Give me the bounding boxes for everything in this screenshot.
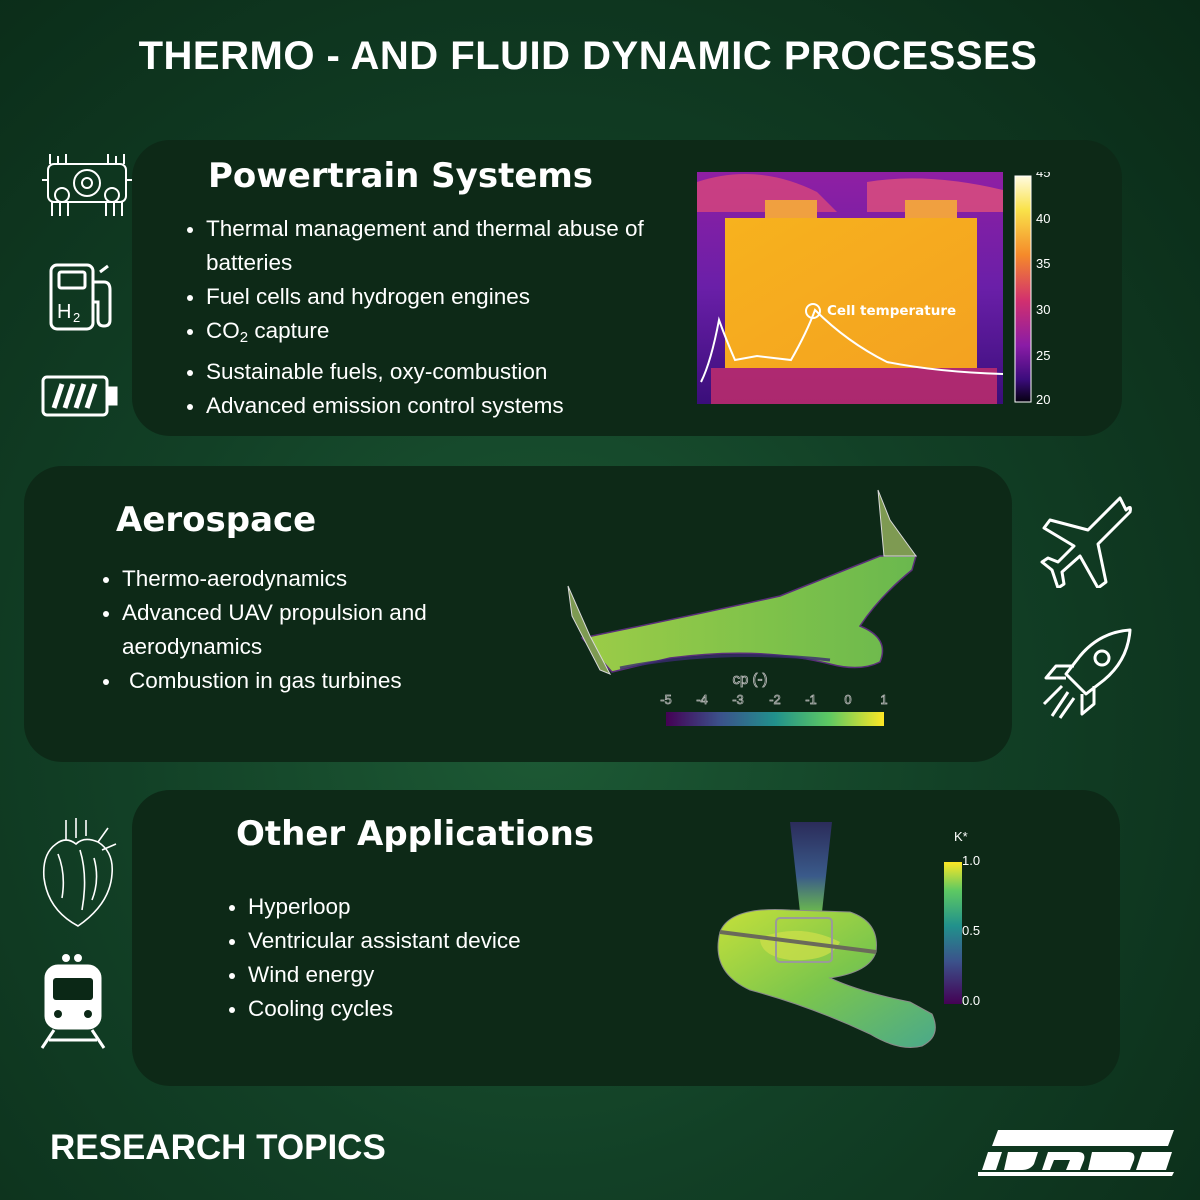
battery-icon — [40, 372, 120, 420]
list-item: Hyperloop — [224, 890, 584, 924]
hydrogen-pump-icon: H 2 — [48, 262, 114, 332]
train-icon — [40, 954, 106, 1050]
tick-label: 20 — [1036, 392, 1050, 406]
tick-label: -1 — [805, 692, 817, 707]
list-item: Fuel cells and hydrogen engines — [182, 280, 672, 314]
airplane-icon — [1040, 496, 1136, 588]
pump-k-image: K* 1.0 0.5 0.0 — [710, 822, 1010, 1062]
list-item: Thermal management and thermal abuse of … — [182, 212, 672, 280]
tick-label: 25 — [1036, 348, 1050, 363]
tick-label: 0.5 — [962, 923, 980, 938]
list-item: Thermo-aerodynamics — [98, 562, 478, 596]
tick-label: -4 — [696, 692, 708, 707]
tick-label: 1.0 — [962, 853, 980, 868]
tick-label: 1 — [880, 692, 887, 707]
cmt-logo — [978, 1124, 1178, 1178]
svg-text:2: 2 — [73, 310, 80, 325]
cp-colorbar-ticks: -5 -4 -3 -2 -1 0 1 — [660, 692, 888, 708]
co2-subscript: 2 — [239, 329, 249, 346]
list-item: Sustainable fuels, oxy-combustion — [182, 355, 672, 389]
other-list: Hyperloop Ventricular assistant device W… — [224, 890, 584, 1026]
tick-label: 45 — [1036, 172, 1050, 180]
aerospace-heading: Aerospace — [116, 500, 317, 540]
footer-label: RESEARCH TOPICS — [50, 1128, 386, 1167]
svg-text:H: H — [57, 301, 71, 323]
list-item: CO2 capture — [182, 314, 672, 355]
tick-label: 40 — [1036, 211, 1050, 226]
powertrain-list: Thermal management and thermal abuse of … — [182, 212, 672, 423]
cp-colorbar-title: cp (-) — [733, 671, 768, 688]
list-item: Wind energy — [224, 958, 584, 992]
engine-icon — [40, 150, 134, 220]
other-heading: Other Applications — [236, 814, 595, 854]
list-item: Advanced emission control systems — [182, 389, 672, 423]
uav-cp-image: cp (-) -5 -4 -3 -2 -1 0 1 — [560, 486, 940, 736]
tick-label: 30 — [1036, 302, 1050, 317]
list-item: Cooling cycles — [224, 992, 584, 1026]
tick-label: 0.0 — [962, 993, 980, 1008]
tick-label: -2 — [769, 692, 781, 707]
thermal-colorbar-ticks: 45 40 35 30 25 20 — [1036, 172, 1050, 406]
tick-label: 0 — [844, 692, 851, 707]
k-colorbar-title: K* — [954, 829, 968, 844]
tick-label: -3 — [732, 692, 744, 707]
heart-icon — [36, 814, 120, 930]
k-colorbar-ticks: 1.0 0.5 0.0 — [962, 853, 980, 1008]
battery-thermal-image: Cell temperature 45 40 35 30 25 20 — [697, 172, 1067, 406]
list-item: Combustion in gas turbines — [98, 664, 478, 698]
page-title: THERMO - AND FLUID DYNAMIC PROCESSES — [138, 34, 1038, 78]
cell-temperature-annotation: Cell temperature — [827, 303, 956, 319]
tick-label: -5 — [660, 692, 672, 707]
list-item: Advanced UAV propulsion and aerodynamics — [98, 596, 478, 664]
co2-label: CO — [206, 318, 240, 343]
list-item: Ventricular assistant device — [224, 924, 584, 958]
aerospace-list: Thermo-aerodynamics Advanced UAV propuls… — [98, 562, 478, 698]
rocket-icon — [1040, 626, 1136, 722]
powertrain-heading: Powertrain Systems — [208, 156, 594, 196]
tick-label: 35 — [1036, 256, 1050, 271]
